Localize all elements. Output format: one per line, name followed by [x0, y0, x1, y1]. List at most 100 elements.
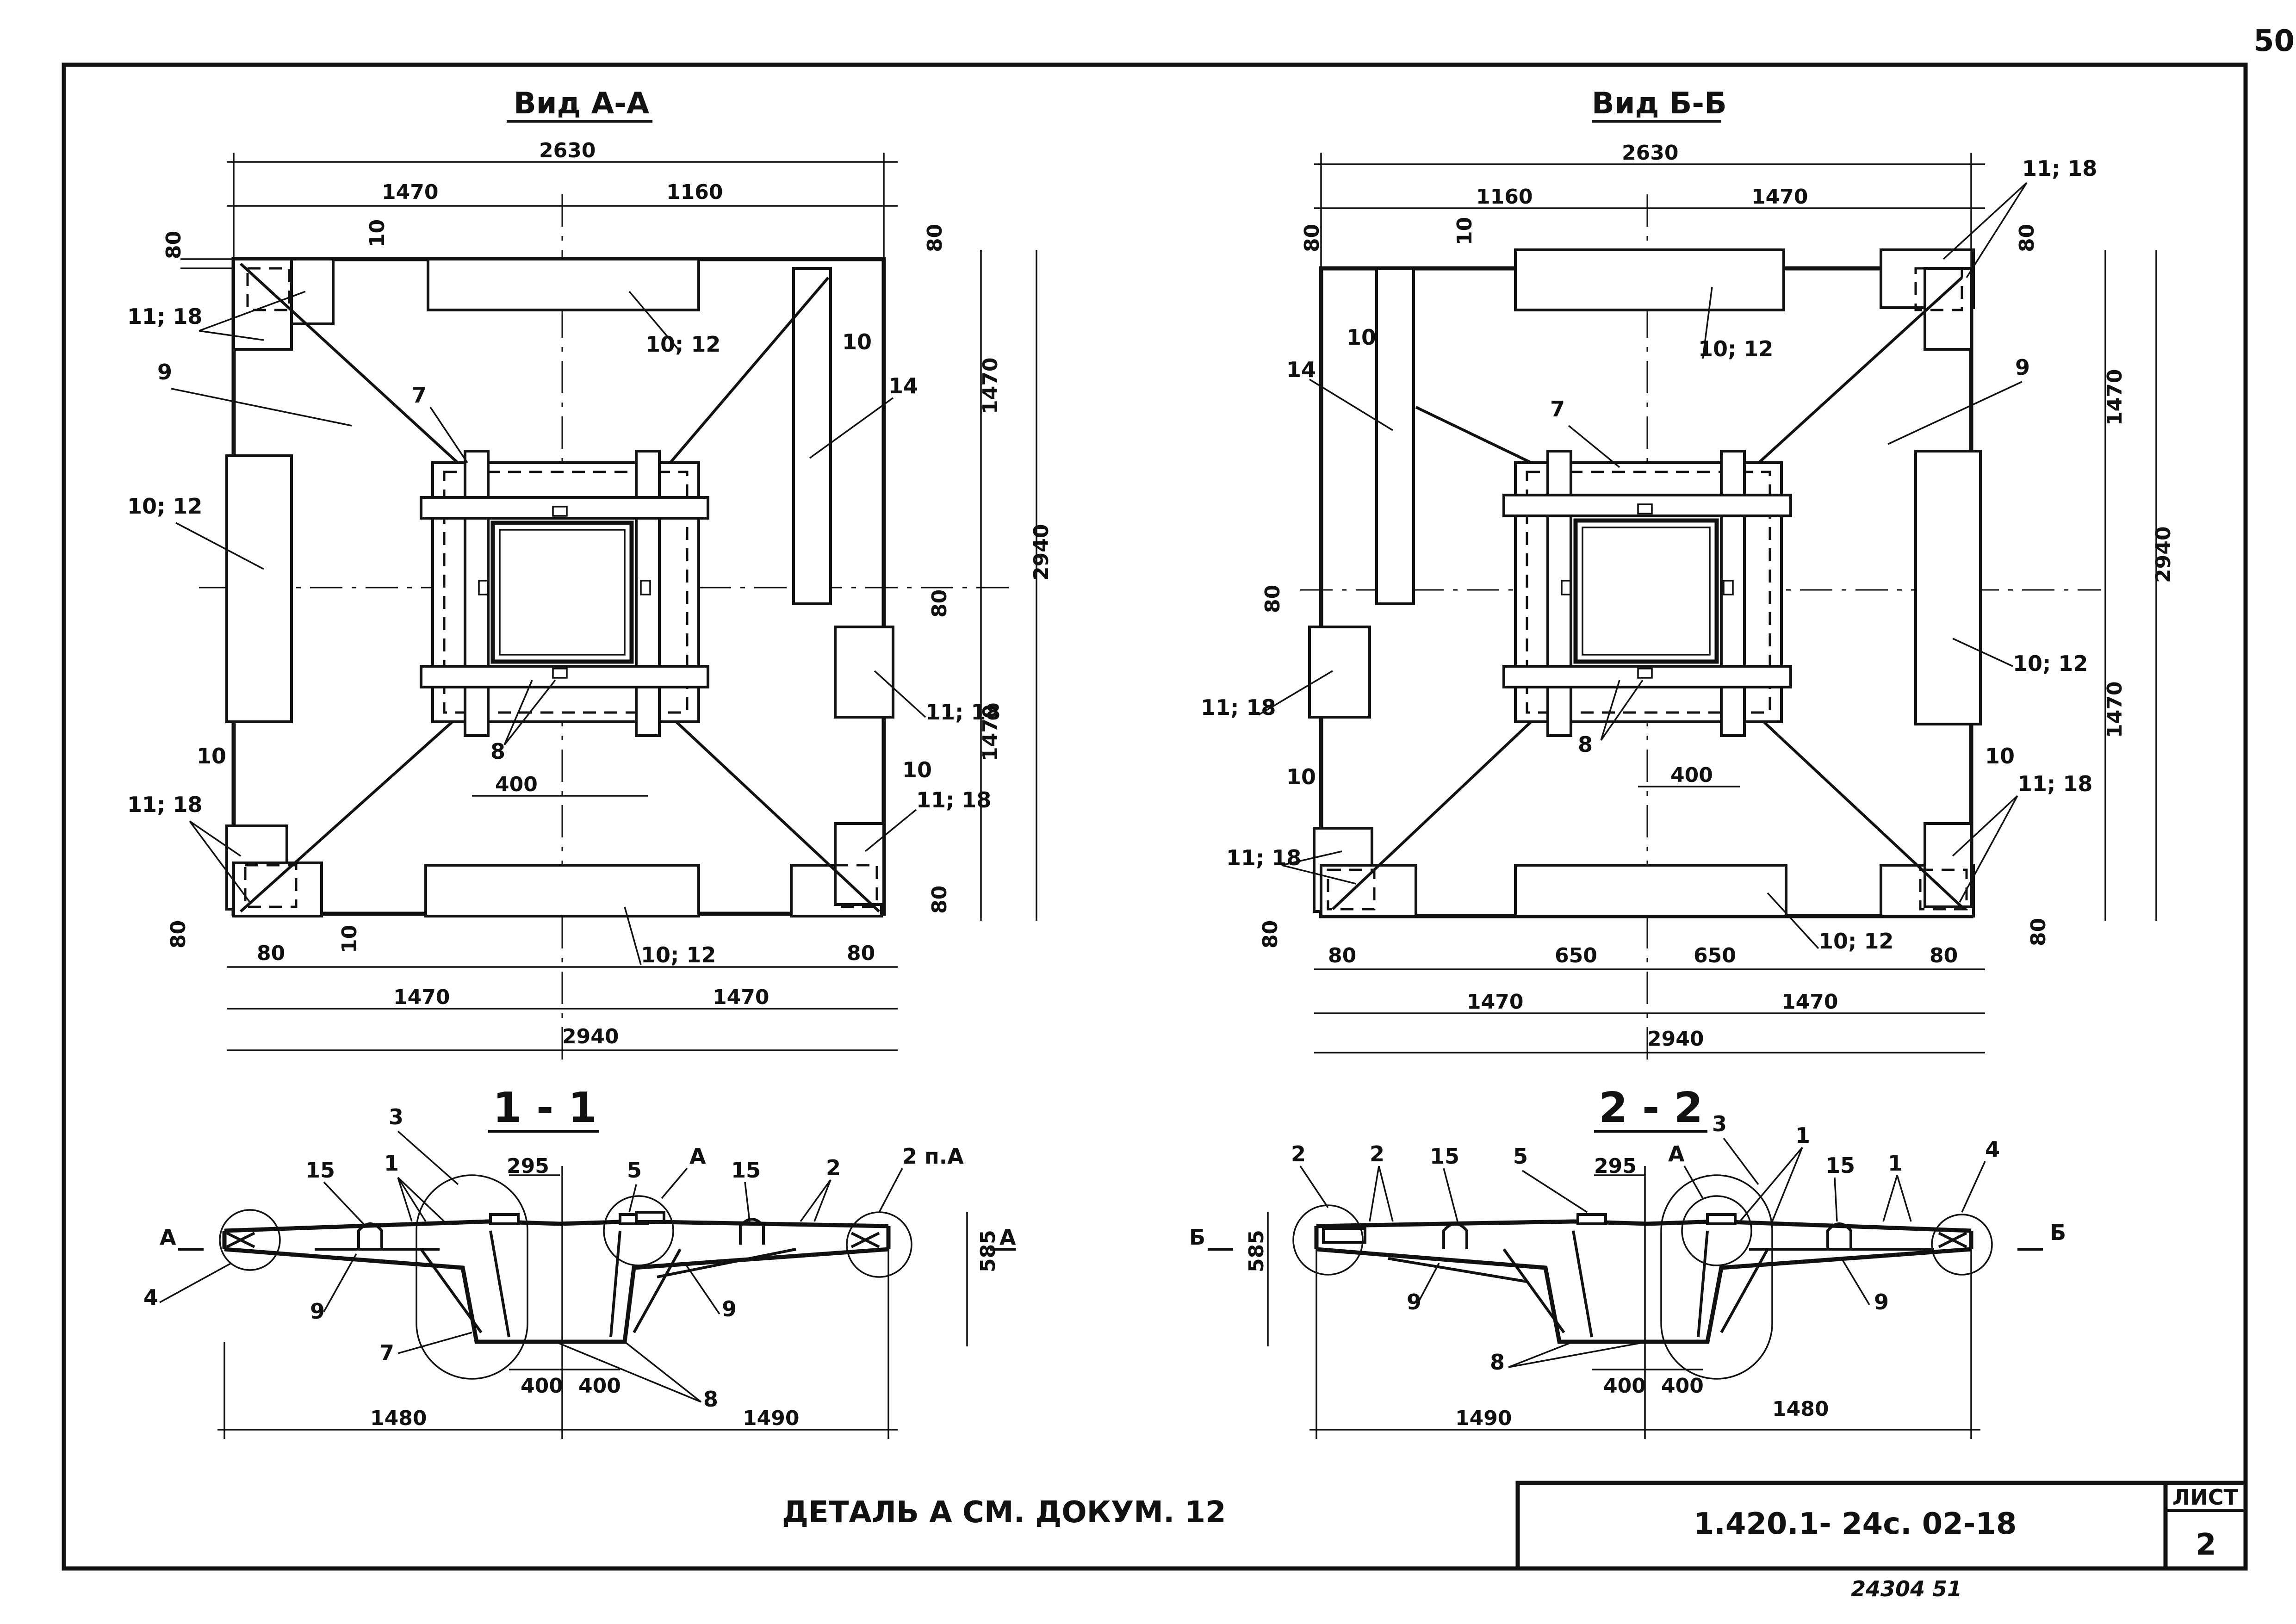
vb-label-11-18-br: 11; 18 — [2017, 771, 2092, 796]
vb-dim-10-top: 10 — [1453, 217, 1477, 245]
va-dim-bot-total: 2940 — [562, 1025, 619, 1048]
view-b-plan: Вид Б-Б — [1201, 87, 2175, 1060]
view-a-title: Вид А-А — [514, 87, 650, 121]
s2-dim-585: 585 — [1245, 1230, 1268, 1272]
va-label-10-left: 10 — [197, 744, 226, 769]
s1-label-5: 5 — [627, 1158, 642, 1183]
s1-label-2: 2 — [826, 1155, 841, 1180]
vb-dim-right-h-bot: 1470 — [2103, 682, 2127, 738]
vb-label-10-12-right: 10; 12 — [2013, 651, 2088, 676]
vb-label-10-12-bot: 10; 12 — [1818, 929, 1893, 954]
s2-label-3: 3 — [1712, 1111, 1727, 1136]
vb-dim-bot-total: 2940 — [1647, 1027, 1704, 1051]
s1-cut-right: А — [999, 1225, 1016, 1250]
s1-label-15: 15 — [305, 1158, 335, 1183]
s2-label-1-right: 1 — [1888, 1151, 1903, 1176]
vb-label-8: 8 — [1578, 732, 1593, 757]
va-dim-80-top: 80 — [162, 231, 186, 259]
vb-label-11-18-top: 11; 18 — [2022, 156, 2097, 181]
s2-label-5: 5 — [1513, 1144, 1528, 1169]
s1-label-1: 1 — [384, 1151, 399, 1176]
vb-dim-650a: 650 — [1555, 944, 1597, 967]
s1-label-2pa: 2 п.А — [902, 1144, 964, 1169]
title-block: 1.420.1- 24с. 02-18 ЛИСТ 2 — [1515, 1481, 2248, 1571]
va-dim-right-top: 1160 — [666, 180, 723, 204]
vb-label-7: 7 — [1550, 397, 1565, 421]
va-label-8: 8 — [490, 739, 505, 764]
va-dim-right-h-total: 2940 — [1030, 524, 1053, 581]
page-number: 50 — [2253, 24, 2295, 58]
va-label-10-12-left: 10; 12 — [127, 494, 202, 519]
sheet-label: ЛИСТ — [2172, 1485, 2238, 1510]
vb-dim-80-mid: 80 — [1261, 585, 1285, 613]
vb-label-11-18-bl: 11; 18 — [1226, 845, 1301, 870]
va-label-10: 10 — [842, 329, 872, 354]
s2-label-2-left: 2 — [1291, 1141, 1306, 1166]
va-label-10-br: 10 — [902, 757, 932, 782]
va-label-11-18-top: 11; 18 — [127, 304, 202, 329]
va-dim-400: 400 — [495, 773, 538, 796]
s1-dim-400b: 400 — [578, 1374, 621, 1398]
section-1-title: 1 - 1 — [493, 1084, 597, 1132]
sheet-frame — [62, 62, 2248, 1571]
s1-label-9-left: 9 — [310, 1299, 325, 1324]
section-2-2: 2 - 2 295 585 400 400 1490 1480 — [1189, 1084, 2066, 1439]
va-dim-left-top: 1470 — [382, 180, 438, 204]
vb-dim-bot-right: 1470 — [1781, 990, 1838, 1014]
vb-dim-80-br: 80 — [1930, 944, 1958, 967]
va-dim-80-bl: 80 — [257, 942, 285, 965]
s1-label-15-right: 15 — [731, 1158, 761, 1183]
vb-label-14: 14 — [1286, 357, 1316, 382]
vb-dim-80-bl: 80 — [1328, 944, 1356, 967]
s2-dim-left: 1490 — [1455, 1407, 1512, 1430]
vb-dim-right-h-total: 2940 — [2152, 527, 2175, 583]
s2-label-2: 2 — [1370, 1141, 1384, 1166]
s2-dim-400a: 400 — [1603, 1374, 1646, 1398]
vb-label-11-18-left: 11; 18 — [1201, 695, 1276, 720]
vb-dim-400: 400 — [1670, 763, 1713, 787]
va-label-9: 9 — [157, 360, 172, 384]
s2-label-A: А — [1668, 1141, 1685, 1166]
s1-label-9-right: 9 — [722, 1296, 737, 1321]
footer-stamp: 24304 51 — [1851, 1576, 1962, 1601]
view-b-title: Вид Б-Б — [1592, 87, 1727, 121]
vb-dim-650b: 650 — [1694, 944, 1736, 967]
s1-dim-585: 585 — [976, 1230, 1000, 1272]
va-label-14: 14 — [888, 373, 918, 398]
s2-cut-left: Б — [1189, 1225, 1205, 1250]
s2-cut-right: Б — [2050, 1220, 2066, 1245]
s1-label-3: 3 — [389, 1104, 403, 1129]
s1-label-8: 8 — [703, 1387, 718, 1412]
s2-label-1: 1 — [1795, 1123, 1810, 1148]
section-1-1: 1 - 1 2 9 5 585 400 400 — [143, 1084, 1016, 1439]
s1-dim-400a: 400 — [521, 1374, 563, 1398]
s2-dim-295: 295 — [1594, 1154, 1637, 1178]
vb-label-10: 10 — [1347, 325, 1376, 350]
s2-dim-right: 1480 — [1772, 1397, 1829, 1421]
doc-code: 1.420.1- 24с. 02-18 — [1694, 1507, 2017, 1541]
sheet-number: 2 — [2196, 1528, 2216, 1562]
vb-label-10-12-top: 10; 12 — [1698, 336, 1773, 361]
s1-dim-left: 1480 — [370, 1407, 427, 1430]
va-dim-80-br: 80 — [847, 942, 875, 965]
va-label-11-18-mid: 11; 18 — [925, 700, 1000, 725]
vb-dim-left-top: 1160 — [1476, 185, 1533, 209]
s1-cut-left: А — [160, 1225, 176, 1250]
view-a-plan: Вид А-А — [127, 87, 1053, 1060]
vb-dim-80-top-right: 80 — [2015, 224, 2039, 252]
vb-dim-80-bot-right: 80 — [2027, 918, 2050, 946]
va-dim-total-top: 2630 — [539, 139, 596, 162]
va-dim-bot-right: 1470 — [713, 986, 769, 1009]
va-dim-10-bl: 10 — [338, 925, 361, 953]
s2-label-9-right: 9 — [1874, 1289, 1889, 1314]
va-dim-80-left: 80 — [167, 920, 190, 948]
va-dim-10-top: 10 — [366, 219, 389, 248]
vb-label-10-left: 10 — [1286, 764, 1316, 789]
vb-dim-right-h-top: 1470 — [2103, 369, 2127, 426]
va-dim-right-h-bot: 1470 — [979, 705, 1002, 761]
va-label-7: 7 — [412, 383, 427, 408]
s2-label-4: 4 — [1985, 1137, 2000, 1162]
va-dim-80-bot-right: 80 — [928, 886, 951, 914]
va-dim-80-mid: 80 — [928, 589, 951, 618]
